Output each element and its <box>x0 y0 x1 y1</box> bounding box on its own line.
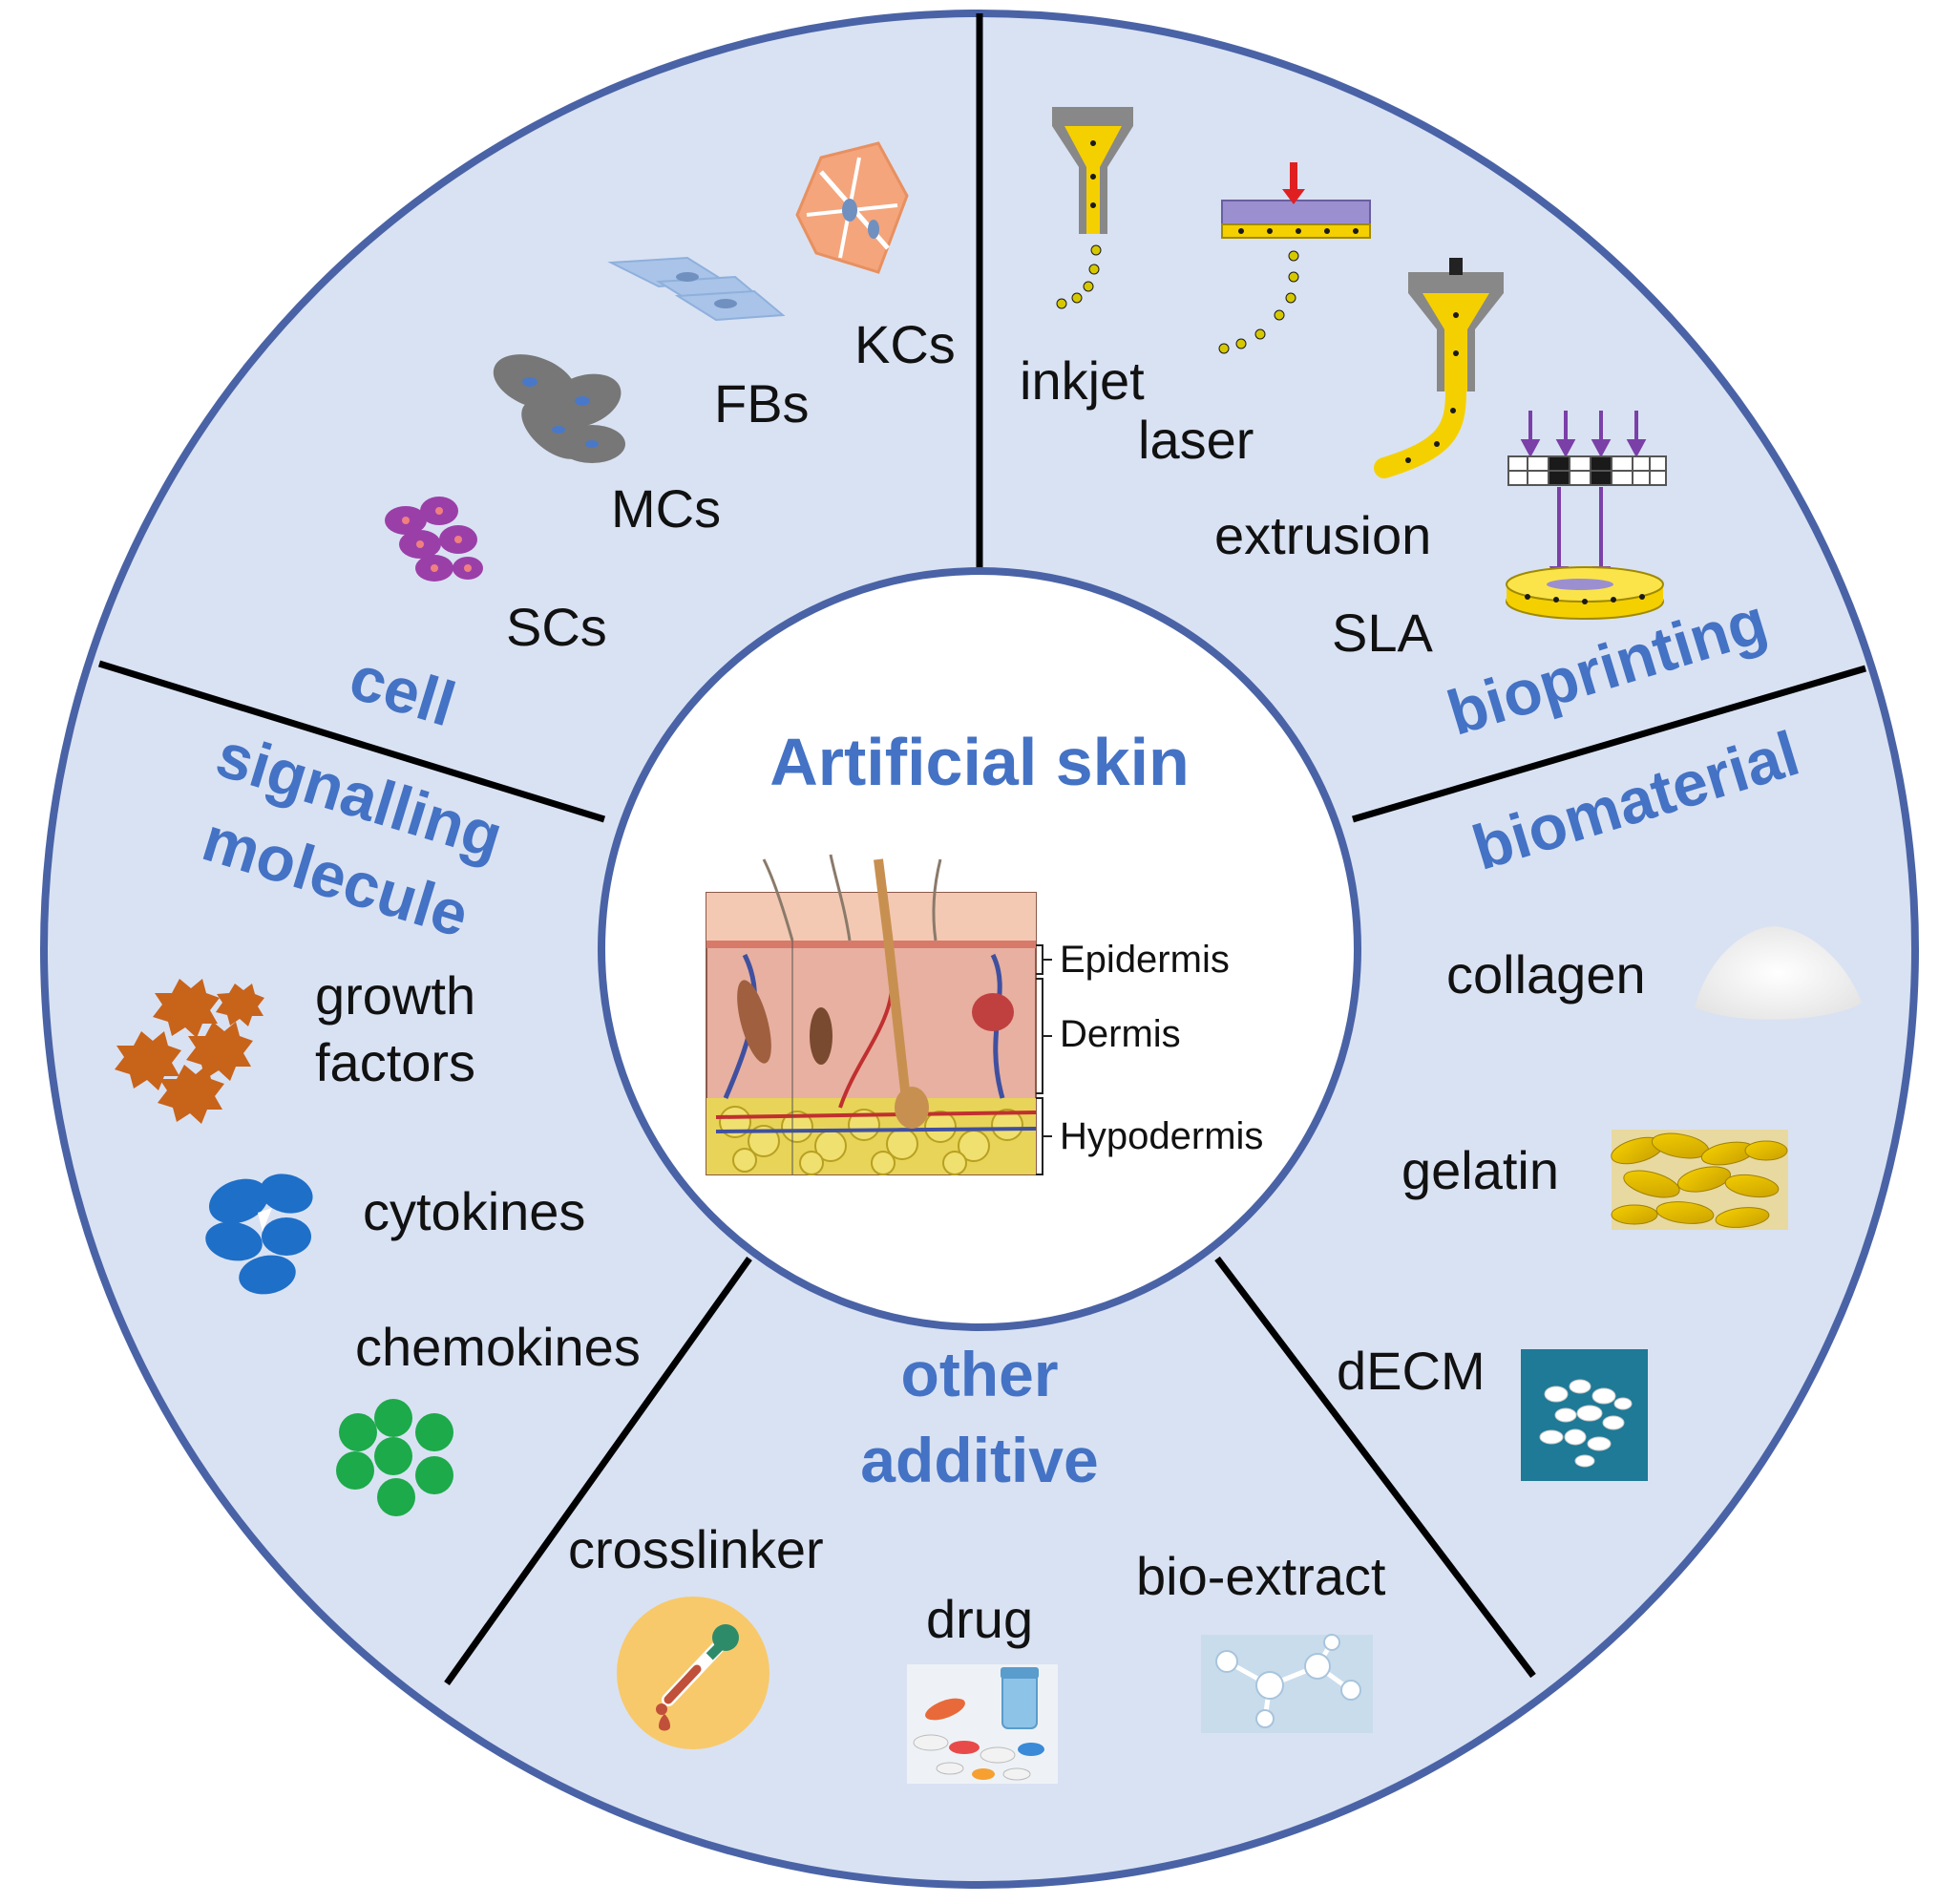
melanocyte-icon <box>493 354 625 463</box>
other-additive-label-line1: other <box>901 1339 1059 1409</box>
bioprinting-item-extrusion: extrusion <box>1214 505 1431 565</box>
biomaterial-item-collagen: collagen <box>1446 944 1646 1005</box>
divider-left <box>97 660 606 823</box>
biomaterial-item-decm: dECM <box>1337 1341 1486 1401</box>
cell-item-kcs: KCs <box>854 314 956 374</box>
growth-factors-icon <box>115 979 264 1124</box>
skin-layer-dermis: Dermis <box>1060 1013 1181 1055</box>
fibroblast-icon <box>607 256 786 322</box>
bioprinting-item-inkjet: inkjet <box>1020 350 1145 411</box>
cell-item-mcs: MCs <box>611 478 721 539</box>
skin-layer-brackets <box>1036 944 1052 1175</box>
signalling-item-factors: factors <box>315 1032 475 1092</box>
keratinocyte-icon <box>795 141 909 274</box>
drug-pills-image <box>907 1664 1058 1784</box>
bio-extract-molecule-image <box>1201 1634 1373 1733</box>
cell-item-fbs: FBs <box>714 373 810 434</box>
chemokines-icon <box>336 1399 453 1516</box>
laser-printing-icon <box>1218 162 1371 354</box>
extrusion-nozzle-icon <box>1374 258 1504 478</box>
cytokines-icon <box>205 1174 313 1295</box>
signalling-item-chemokines: chemokines <box>355 1317 641 1377</box>
skin-layer-hypodermis: Hypodermis <box>1060 1115 1263 1157</box>
other-additive-item-bio-extract: bio-extract <box>1136 1546 1386 1606</box>
stem-cell-icon <box>385 497 483 582</box>
signalling-item-growth: growth <box>315 965 475 1026</box>
other-additive-label-line2: additive <box>860 1425 1098 1495</box>
decm-image <box>1521 1349 1648 1481</box>
bioprinting-item-sla: SLA <box>1332 603 1433 663</box>
signalling-item-cytokines: cytokines <box>363 1181 585 1241</box>
cell-item-scs: SCs <box>506 597 607 657</box>
skin-cross-section-image <box>706 854 1037 1175</box>
skin-layer-epidermis: Epidermis <box>1060 939 1230 981</box>
collagen-powder-image <box>1695 926 1862 1020</box>
inkjet-nozzle-icon <box>1052 107 1133 309</box>
dropper-icon <box>617 1597 769 1749</box>
other-additive-item-crosslinker: crosslinker <box>568 1519 824 1579</box>
divider-bottom-right <box>1214 1256 1536 1679</box>
divider-bottom-left <box>444 1256 752 1686</box>
gelatin-image <box>1611 1130 1788 1230</box>
sla-printing-icon <box>1506 411 1667 620</box>
divider-right <box>1352 665 1866 823</box>
center-title: Artificial skin <box>769 725 1190 799</box>
bioprinting-item-laser: laser <box>1138 410 1254 470</box>
biomaterial-item-gelatin: gelatin <box>1402 1140 1559 1200</box>
other-additive-item-drug: drug <box>926 1589 1033 1649</box>
